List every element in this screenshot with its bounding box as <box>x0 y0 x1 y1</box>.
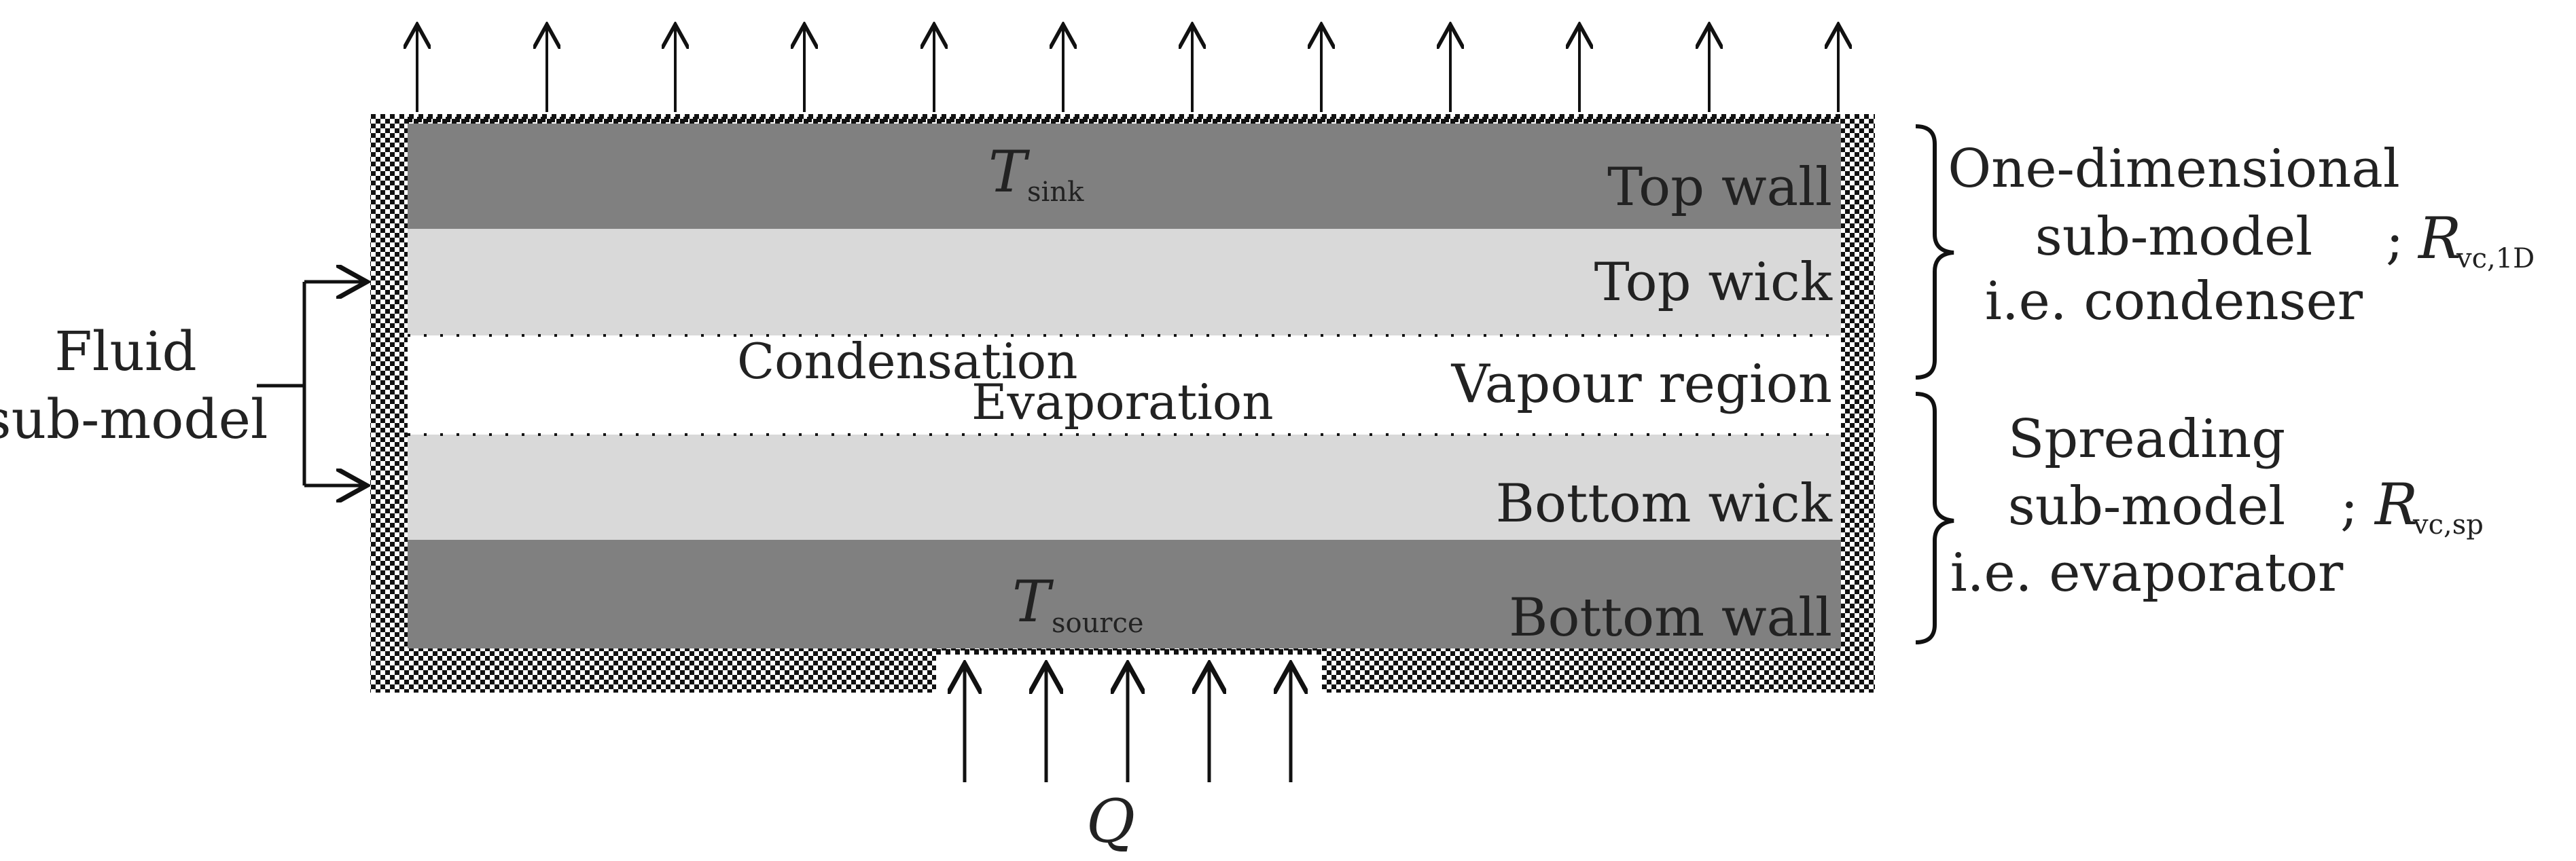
condenser-model-line2: sub-model <box>2035 206 2313 268</box>
source-temperature: T source <box>1012 568 1144 639</box>
sink-temperature-subscript: sink <box>1027 177 1084 208</box>
fluid-model-line2: sub-model <box>0 388 268 451</box>
sink-temperature-symbol: T <box>988 139 1031 205</box>
bottom-wall-label: Bottom wall <box>1509 587 1832 648</box>
heat-out-arrows <box>417 27 1838 112</box>
vapour-region-layer <box>408 335 1841 435</box>
evaporator-resistance-symbol: R <box>2374 471 2418 538</box>
evaporation-label: Evaporation <box>971 373 1274 430</box>
condenser-brace <box>1915 124 1954 380</box>
evaporator-model-line3: i.e. evaporator <box>1950 543 2344 604</box>
evaporator-brace <box>1915 392 1954 644</box>
evaporator-resistance-prefix: ; <box>2340 476 2358 537</box>
source-temperature-symbol: T <box>1012 568 1054 635</box>
evaporator-resistance-subscript: vc,sp <box>2412 509 2484 541</box>
top-wall-label: Top wall <box>1607 157 1832 218</box>
evaporator-model-line2: sub-model <box>2008 476 2286 537</box>
heat-in-arrows <box>965 667 1291 782</box>
condenser-model-line1: One-dimensional <box>1948 139 2400 200</box>
condenser-model-line3: i.e. condenser <box>1985 271 2363 332</box>
sink-temperature: T sink <box>988 139 1084 208</box>
heat-input-label: Q <box>1086 786 1135 856</box>
top-wall-layer <box>408 124 1841 229</box>
fluid-model-bracket <box>257 282 363 486</box>
top-wick-label: Top wick <box>1594 252 1833 313</box>
condensation-label: Condensation <box>737 333 1077 390</box>
condenser-resistance-symbol: R <box>2417 205 2461 272</box>
evaporator-resistance: ; R vc,sp <box>2340 471 2484 541</box>
fluid-model-line1: Fluid <box>54 320 196 383</box>
vapour-region-label: Vapour region <box>1451 354 1832 415</box>
condenser-resistance-subscript: vc,1D <box>2456 243 2535 274</box>
top-wick-layer <box>408 229 1841 335</box>
bottom-wall-layer <box>408 540 1841 648</box>
condenser-resistance: ; R vc,1D <box>2386 205 2535 274</box>
bottom-wick-layer <box>408 435 1841 540</box>
source-temperature-subscript: source <box>1052 608 1144 639</box>
condenser-resistance-prefix: ; <box>2386 210 2403 271</box>
bottom-wick-label: Bottom wick <box>1496 473 1833 534</box>
evaporator-model-line1: Spreading <box>2008 409 2285 470</box>
